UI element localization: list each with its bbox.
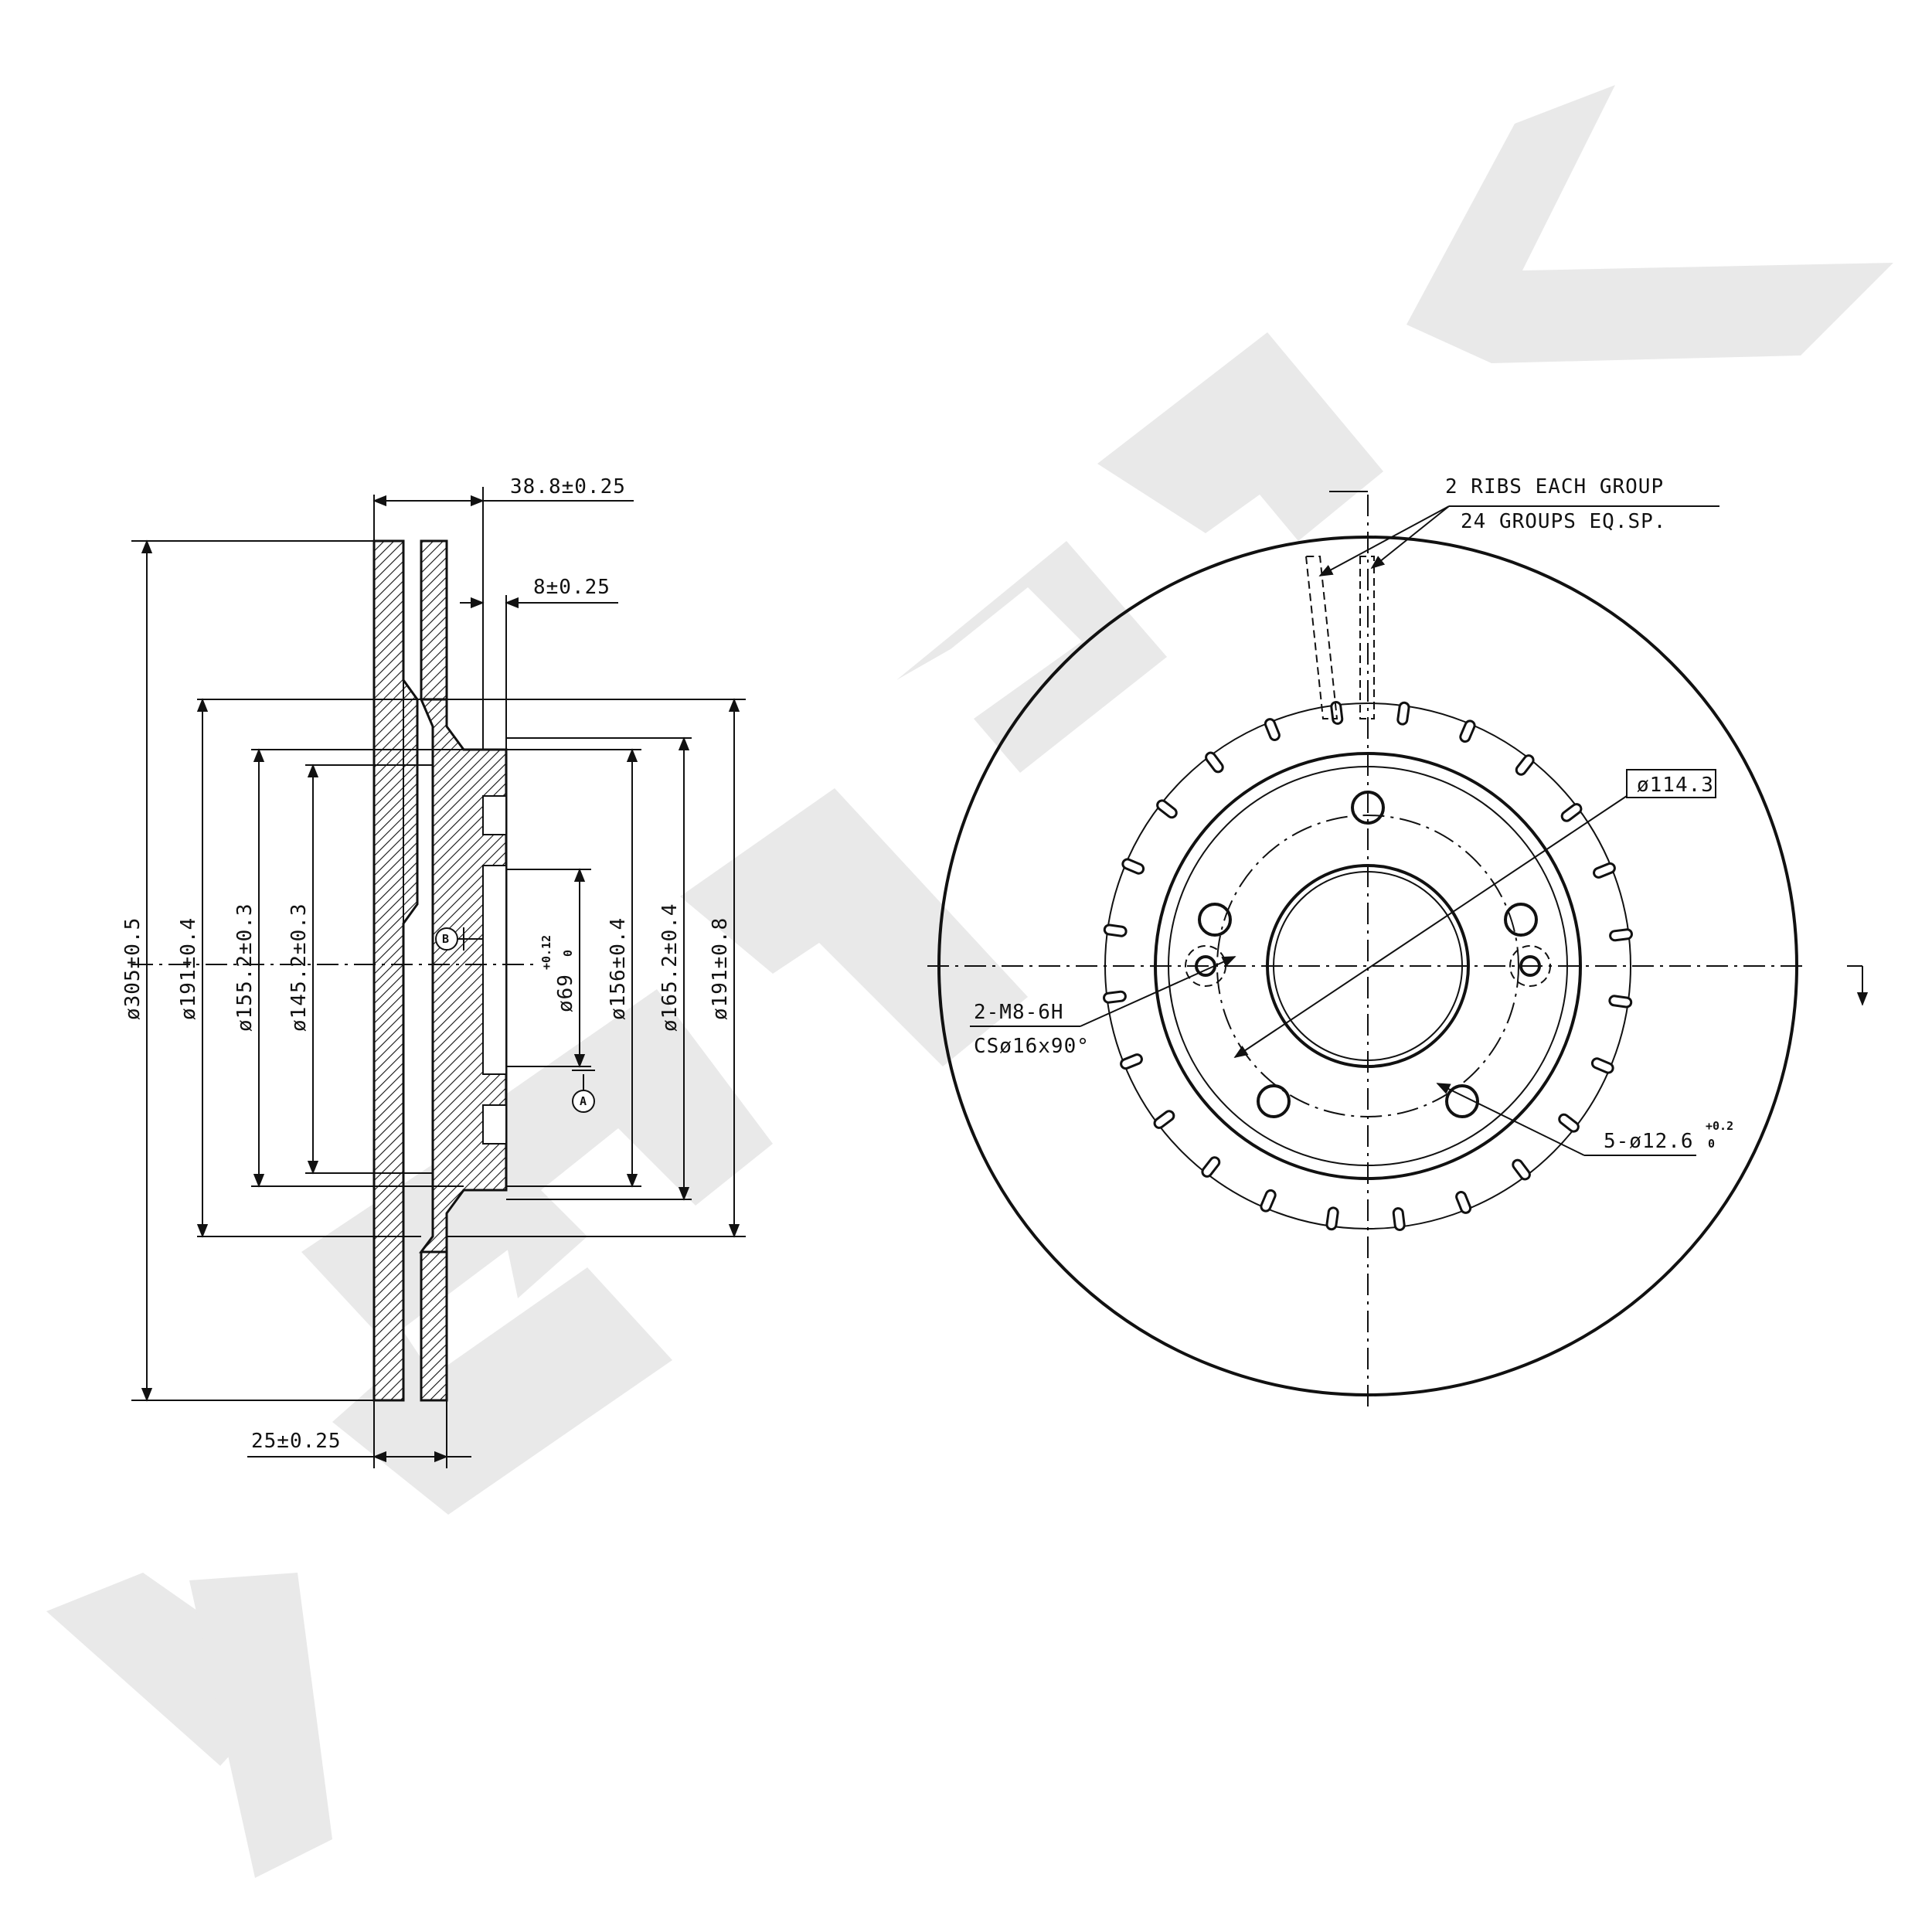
dim-diameter-165: ø165.2±0.4 [658, 903, 682, 1032]
vent-slot [1609, 928, 1633, 942]
vent-slot [1558, 1113, 1580, 1133]
countersink-note: CSø16x90° [974, 1035, 1090, 1058]
ribs-note-line1: 2 RIBS EACH GROUP [1445, 475, 1664, 498]
dim-outer-diameter: ø305±0.5 [121, 917, 145, 1020]
vent-slot [1512, 1158, 1531, 1181]
bolt-hole-note: 5-ø12.6 [1604, 1130, 1694, 1153]
vent-slot [1103, 990, 1127, 1004]
dim-disc-thickness: 25±0.25 [251, 1430, 342, 1453]
vent-slot [1325, 1206, 1339, 1231]
dim-hat-diameter-left: ø191±0.4 [177, 917, 200, 1020]
vent-slot [1330, 701, 1344, 725]
vent-slot [1121, 858, 1145, 875]
vent-slot [1103, 923, 1128, 937]
brand-watermark [46, 85, 1893, 1878]
front-view: 2 RIBS EACH GROUP 24 GROUPS EQ.SP. ø114.… [927, 475, 1869, 1406]
vent-slot [1156, 799, 1178, 819]
dim-center-bore: ø69 [554, 974, 577, 1012]
dim-pcd: ø114.3 [1637, 774, 1714, 797]
bolt-hole-tol-lower: 0 [1708, 1137, 1715, 1151]
bolt-holes [1198, 791, 1538, 1118]
vent-slots [1103, 701, 1633, 1231]
bolt-hole-tol-upper: +0.2 [1706, 1119, 1733, 1133]
hat-outer [1154, 752, 1582, 1180]
section-view: 38.8±0.25 8±0.25 25±0.25 ø305±0.5 ø191±0… [121, 475, 746, 1468]
dim-diameter-155: ø155.2±0.3 [233, 903, 257, 1032]
vent-slot [1560, 803, 1583, 822]
vent-slot [1120, 1053, 1143, 1070]
vent-slot [1264, 718, 1281, 741]
vent-slot [1455, 1191, 1472, 1214]
vent-slot [1260, 1189, 1277, 1213]
vent-slot [1459, 719, 1476, 743]
dim-center-bore-tol-lower: 0 [561, 950, 575, 957]
vent-slot [1608, 995, 1633, 1009]
datum-b-label: B [442, 932, 449, 946]
friction-ring-right-lower [420, 1234, 448, 1402]
dim-center-bore-tol-upper: +0.12 [539, 935, 553, 970]
vent-slot [1201, 1156, 1221, 1178]
vent-slot [1153, 1110, 1175, 1129]
datum-a-label: A [580, 1094, 587, 1108]
vent-slot [1590, 1057, 1614, 1074]
friction-ring-right [420, 539, 448, 717]
vent-slot [1392, 1207, 1406, 1231]
dim-hat-diameter-right: ø191±0.8 [709, 917, 732, 1020]
vent-slot [1396, 701, 1410, 726]
dim-flange-thickness: 8±0.25 [533, 576, 611, 599]
dim-overall-width: 38.8±0.25 [510, 475, 626, 498]
dim-diameter-145: ø145.2±0.3 [287, 903, 311, 1032]
dim-diameter-156: ø156±0.4 [607, 917, 630, 1020]
vent-slot [1593, 862, 1616, 879]
ribs-note-line2: 24 GROUPS EQ.SP. [1461, 510, 1666, 533]
vent-slot [1205, 751, 1224, 774]
thread-note: 2-M8-6H [974, 1001, 1064, 1024]
vent-slot [1515, 754, 1535, 776]
